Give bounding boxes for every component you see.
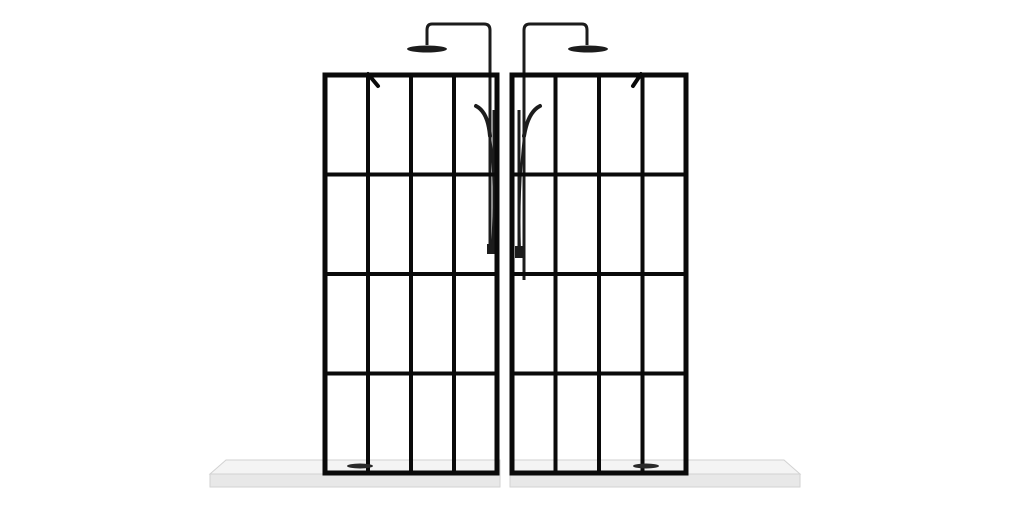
right-mixer (515, 246, 524, 258)
left-shower-panel (322, 72, 500, 476)
towel-hook-icon (366, 72, 380, 88)
right-shower-panel (509, 72, 689, 476)
left-shower-fixture (407, 22, 496, 254)
left-hose (489, 135, 495, 251)
floor-drain-icon (347, 463, 373, 469)
left-tray-front (209, 473, 501, 488)
right-hose (518, 135, 525, 253)
hand-shower-icon (522, 104, 542, 138)
left-mixer (487, 244, 496, 254)
right-shower-fixture (515, 22, 608, 280)
hand-shower-icon (474, 104, 492, 138)
floor-drain-icon (633, 463, 659, 469)
right-tray-front (509, 473, 801, 488)
left-riser-pipe (425, 22, 492, 252)
rain-shower-head-icon (568, 45, 608, 53)
towel-hook-icon (631, 72, 643, 88)
right-riser-pipe (522, 22, 589, 280)
rain-shower-head-icon (407, 45, 447, 53)
